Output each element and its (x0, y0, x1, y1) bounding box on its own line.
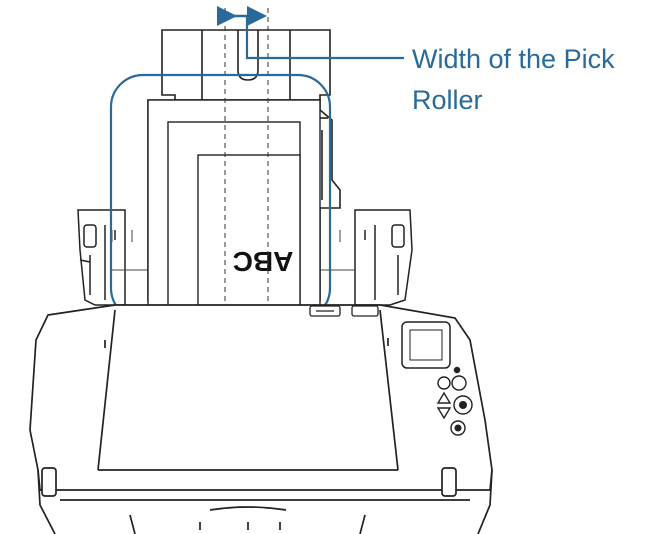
panel-buttons (436, 375, 473, 436)
menu-button[interactable] (437, 376, 451, 390)
feed-opening (309, 305, 379, 317)
control-panel (401, 321, 461, 374)
up-arrow-button[interactable] (436, 391, 452, 404)
callout-label-line-1: Width of the Pick (412, 44, 615, 74)
paper-guide-left (77, 209, 126, 306)
scanner-body (29, 304, 493, 534)
down-arrow-button[interactable] (436, 407, 452, 420)
document-text: ABC (233, 246, 294, 277)
callout-label-line-2: Roller (412, 85, 483, 115)
paper-guide-right (354, 209, 413, 306)
power-led-icon (453, 366, 461, 374)
document-stack (147, 99, 321, 311)
back-button[interactable] (451, 375, 467, 391)
document-small (197, 154, 301, 311)
callout-leader-line (245, 17, 404, 60)
